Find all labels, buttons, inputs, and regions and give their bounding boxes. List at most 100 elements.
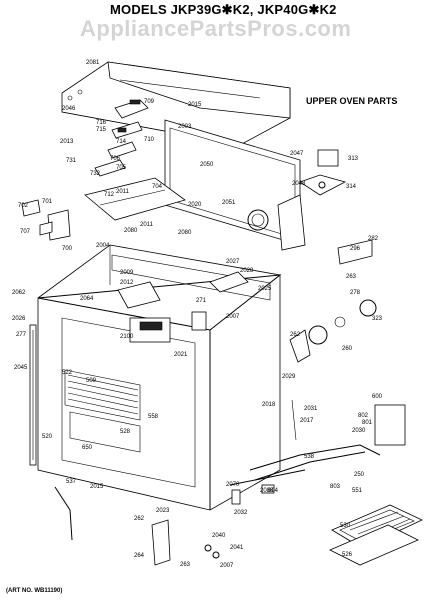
part-label-2003: 2003 [178, 124, 192, 130]
part-label-260: 260 [342, 346, 353, 352]
part-label-804: 804 [268, 488, 279, 494]
part-label-702: 702 [18, 203, 29, 209]
part-label-2030: 2030 [352, 428, 366, 434]
oven-light-assembly [289, 239, 377, 363]
part-label-716: 716 [96, 120, 107, 126]
part-label-277: 277 [16, 332, 27, 338]
part-label-2011: 2011 [140, 222, 154, 228]
part-label-262: 262 [134, 516, 145, 522]
part-label-2021: 2021 [174, 352, 188, 358]
part-label-538: 538 [304, 454, 315, 460]
part-label-2011: 2011 [116, 189, 130, 195]
control-components [117, 271, 249, 343]
part-label-2017: 2017 [300, 418, 314, 424]
part-label-709: 709 [144, 99, 155, 105]
part-label-530: 530 [340, 523, 351, 529]
part-label-526: 526 [342, 552, 353, 558]
oven-racks [64, 369, 141, 453]
part-label-522: 522 [62, 370, 73, 376]
part-label-2026: 2026 [12, 316, 26, 322]
part-label-2048: 2048 [292, 181, 306, 187]
part-label-278: 278 [350, 290, 361, 296]
part-label-2046: 2046 [62, 106, 76, 112]
latch-linkage [94, 99, 149, 177]
part-label-2007: 2007 [220, 563, 234, 569]
part-label-2029: 2029 [282, 374, 296, 380]
lower-hardware [54, 484, 275, 566]
part-label-2080: 2080 [124, 228, 138, 234]
part-label-710: 710 [144, 137, 155, 143]
fan-motor [299, 149, 347, 196]
part-label-509: 509 [86, 378, 97, 384]
art-number: (ART NO. WB11190) [6, 588, 63, 594]
part-label-2064: 2064 [80, 296, 94, 302]
part-label-2028: 2028 [240, 268, 254, 274]
part-label-263: 263 [346, 274, 357, 280]
diagram-title: MODELS JKP39G✱K2, JKP40G✱K2 [110, 2, 337, 17]
part-label-2018: 2018 [262, 402, 276, 408]
section-subtitle: UPPER OVEN PARTS [306, 96, 398, 106]
part-label-2015: 2015 [90, 484, 104, 490]
part-label-707: 707 [20, 229, 31, 235]
part-label-2027: 2027 [226, 259, 240, 265]
part-label-262: 262 [290, 332, 301, 338]
part-label-714: 714 [116, 139, 127, 145]
part-label-264: 264 [134, 553, 145, 559]
part-label-2070: 2070 [226, 482, 240, 488]
part-label-2032: 2032 [234, 510, 248, 516]
part-label-2025: 2025 [258, 286, 272, 292]
part-label-2020: 2020 [188, 202, 202, 208]
part-label-802: 802 [358, 413, 369, 419]
part-label-313: 313 [348, 156, 359, 162]
part-label-282: 282 [368, 236, 379, 242]
part-label-2013: 2013 [60, 139, 74, 145]
part-label-2080: 2080 [178, 230, 192, 236]
part-label-731: 731 [66, 158, 77, 164]
part-label-250: 250 [354, 472, 365, 478]
part-label-2015: 2015 [188, 102, 202, 108]
part-label-2081: 2081 [86, 60, 100, 66]
part-label-323: 323 [372, 316, 383, 322]
part-label-2040: 2040 [212, 533, 226, 539]
part-label-2045: 2045 [14, 365, 28, 371]
part-label-2023: 2023 [156, 508, 170, 514]
convection-plate [277, 194, 306, 251]
top-cover-panel [61, 61, 291, 146]
part-label-271: 271 [196, 298, 207, 304]
part-label-705: 705 [116, 165, 127, 171]
part-label-2041: 2041 [230, 545, 244, 551]
part-label-650: 650 [82, 445, 93, 451]
part-label-801: 801 [362, 420, 373, 426]
part-label-701: 701 [42, 199, 53, 205]
part-label-558: 558 [148, 414, 159, 420]
latch-plate [84, 177, 186, 221]
watermark: AppliancePartsPros.com [80, 16, 352, 41]
part-label-314: 314 [346, 184, 357, 190]
part-label-2012: 2012 [120, 280, 134, 286]
front-frame [29, 324, 37, 466]
part-label-2050: 2050 [200, 162, 214, 168]
part-label-2088: 2088 [260, 488, 274, 494]
part-label-551: 551 [352, 488, 363, 494]
broiler-pan [329, 504, 423, 566]
part-label-732: 732 [90, 171, 101, 177]
part-label-803: 803 [330, 484, 341, 490]
part-label-2062: 2062 [12, 290, 26, 296]
bake-element [229, 399, 406, 486]
hinge-bracket [21, 199, 71, 241]
part-label-2004: 2004 [96, 243, 110, 249]
part-label-2007: 2007 [226, 314, 240, 320]
part-label-2031: 2031 [304, 406, 318, 412]
part-label-2051: 2051 [222, 200, 236, 206]
part-label-528: 528 [120, 429, 131, 435]
part-label-704: 704 [152, 184, 163, 190]
part-label-2100: 2100 [120, 334, 134, 340]
part-label-712: 712 [104, 192, 115, 198]
part-label-700: 700 [62, 246, 73, 252]
part-label-263: 263 [180, 562, 191, 568]
part-label-296: 296 [350, 246, 361, 252]
part-label-2009: 2009 [120, 270, 134, 276]
part-label-537: 537 [66, 479, 77, 485]
part-label-600: 600 [372, 394, 383, 400]
